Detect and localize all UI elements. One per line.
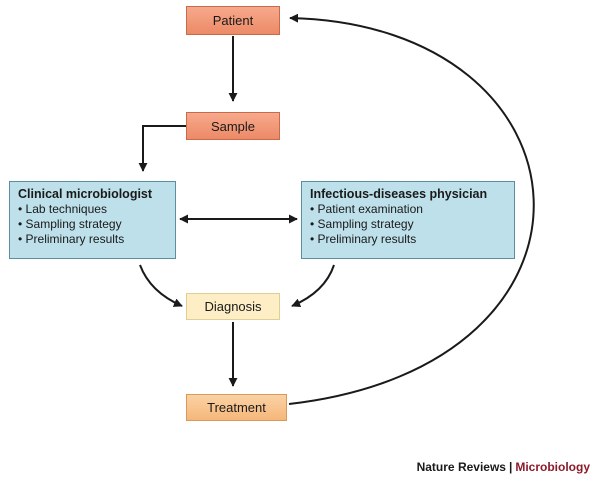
arrow-sample-to-microbiologist [138,125,186,172]
list-item: Sampling strategy [310,217,506,232]
sample-node: Sample [186,112,280,140]
list-item: Preliminary results [18,232,167,247]
infectious-diseases-physician-box: Infectious-diseases physician Patient ex… [301,181,515,259]
list-item: Patient examination [310,202,506,217]
microbiologist-title: Clinical microbiologist [18,187,153,201]
clinical-microbiologist-box: Clinical microbiologist Lab techniques S… [9,181,176,259]
arrow-microbiologist-to-diagnosis [139,264,183,307]
credit-separator: | [508,460,513,474]
sample-label: Sample [210,118,256,134]
arrow-treatment-to-patient [288,13,535,405]
arrow-physician-to-diagnosis [291,264,335,307]
treatment-label: Treatment [207,400,266,415]
list-item: Sampling strategy [18,217,167,232]
journal-credit: Nature Reviews|Microbiology [417,460,590,474]
patient-node: Patient [186,6,280,35]
diagnosis-node: Diagnosis [186,293,280,320]
treatment-node: Treatment [186,394,287,421]
patient-label: Patient [212,13,254,28]
physician-title: Infectious-diseases physician [310,187,488,201]
journal-name: Nature Reviews [416,460,506,474]
diagnosis-label: Diagnosis [204,299,262,314]
list-item: Preliminary results [310,232,506,247]
journal-subject: Microbiology [515,460,590,474]
list-item: Lab techniques [18,202,167,217]
physician-list: Patient examination Sampling strategy Pr… [310,202,506,247]
microbiologist-list: Lab techniques Sampling strategy Prelimi… [18,202,167,247]
